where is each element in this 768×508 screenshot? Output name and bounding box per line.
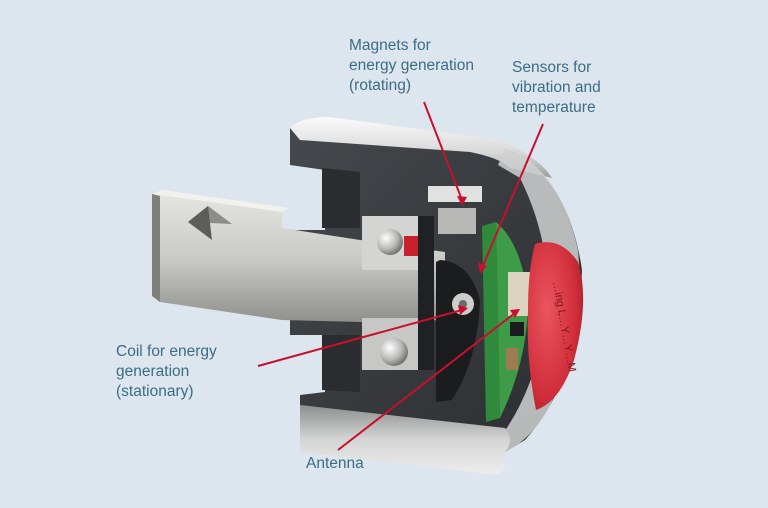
callout-line-sensors	[481, 123, 544, 269]
bearings	[362, 216, 434, 370]
sensor-chip	[510, 322, 524, 336]
housing-bottom-rim	[300, 405, 510, 475]
end-cap-face	[527, 242, 584, 410]
callout-label-magnets: Magnets for energy generation (rotating)	[349, 37, 474, 94]
callout-arrow-magnets	[457, 196, 467, 206]
magnet-block-inner	[438, 208, 476, 234]
bearing-ball-lower	[380, 338, 408, 366]
callout-label-coil: Coil for energy generation (stationary)	[116, 343, 217, 400]
housing-left-flange	[322, 168, 360, 392]
sensor-connector	[508, 272, 530, 316]
antenna-chip	[506, 348, 518, 370]
bearing-ball-upper	[377, 229, 403, 255]
shaft-body	[152, 194, 445, 322]
pcb-assembly	[482, 222, 530, 422]
pcb-board	[482, 222, 500, 422]
callout-line-coil	[257, 309, 463, 367]
callout-label-sensors: Sensors for vibration and temperature	[512, 59, 601, 116]
callout-arrow-antenna	[510, 309, 520, 318]
shaft-cone-shadow	[188, 206, 212, 240]
callout-lines	[257, 101, 544, 451]
magnet-block-top	[428, 186, 482, 202]
shaft	[152, 190, 445, 322]
shaft-end-face	[152, 194, 160, 302]
housing-top-rim	[290, 117, 552, 178]
callout-arrow-sensors	[478, 262, 487, 274]
callout-label-antenna: Antenna	[306, 455, 364, 472]
shaft-top-face	[152, 190, 290, 212]
bearing-inner-ring	[418, 216, 434, 370]
callout-line-magnets	[423, 101, 463, 201]
end-cap: …ing L…Y…Y…M	[527, 242, 584, 410]
callout-arrow-coil	[458, 305, 468, 315]
callout-line-antenna	[337, 312, 516, 451]
pcb-board-right	[496, 222, 528, 418]
